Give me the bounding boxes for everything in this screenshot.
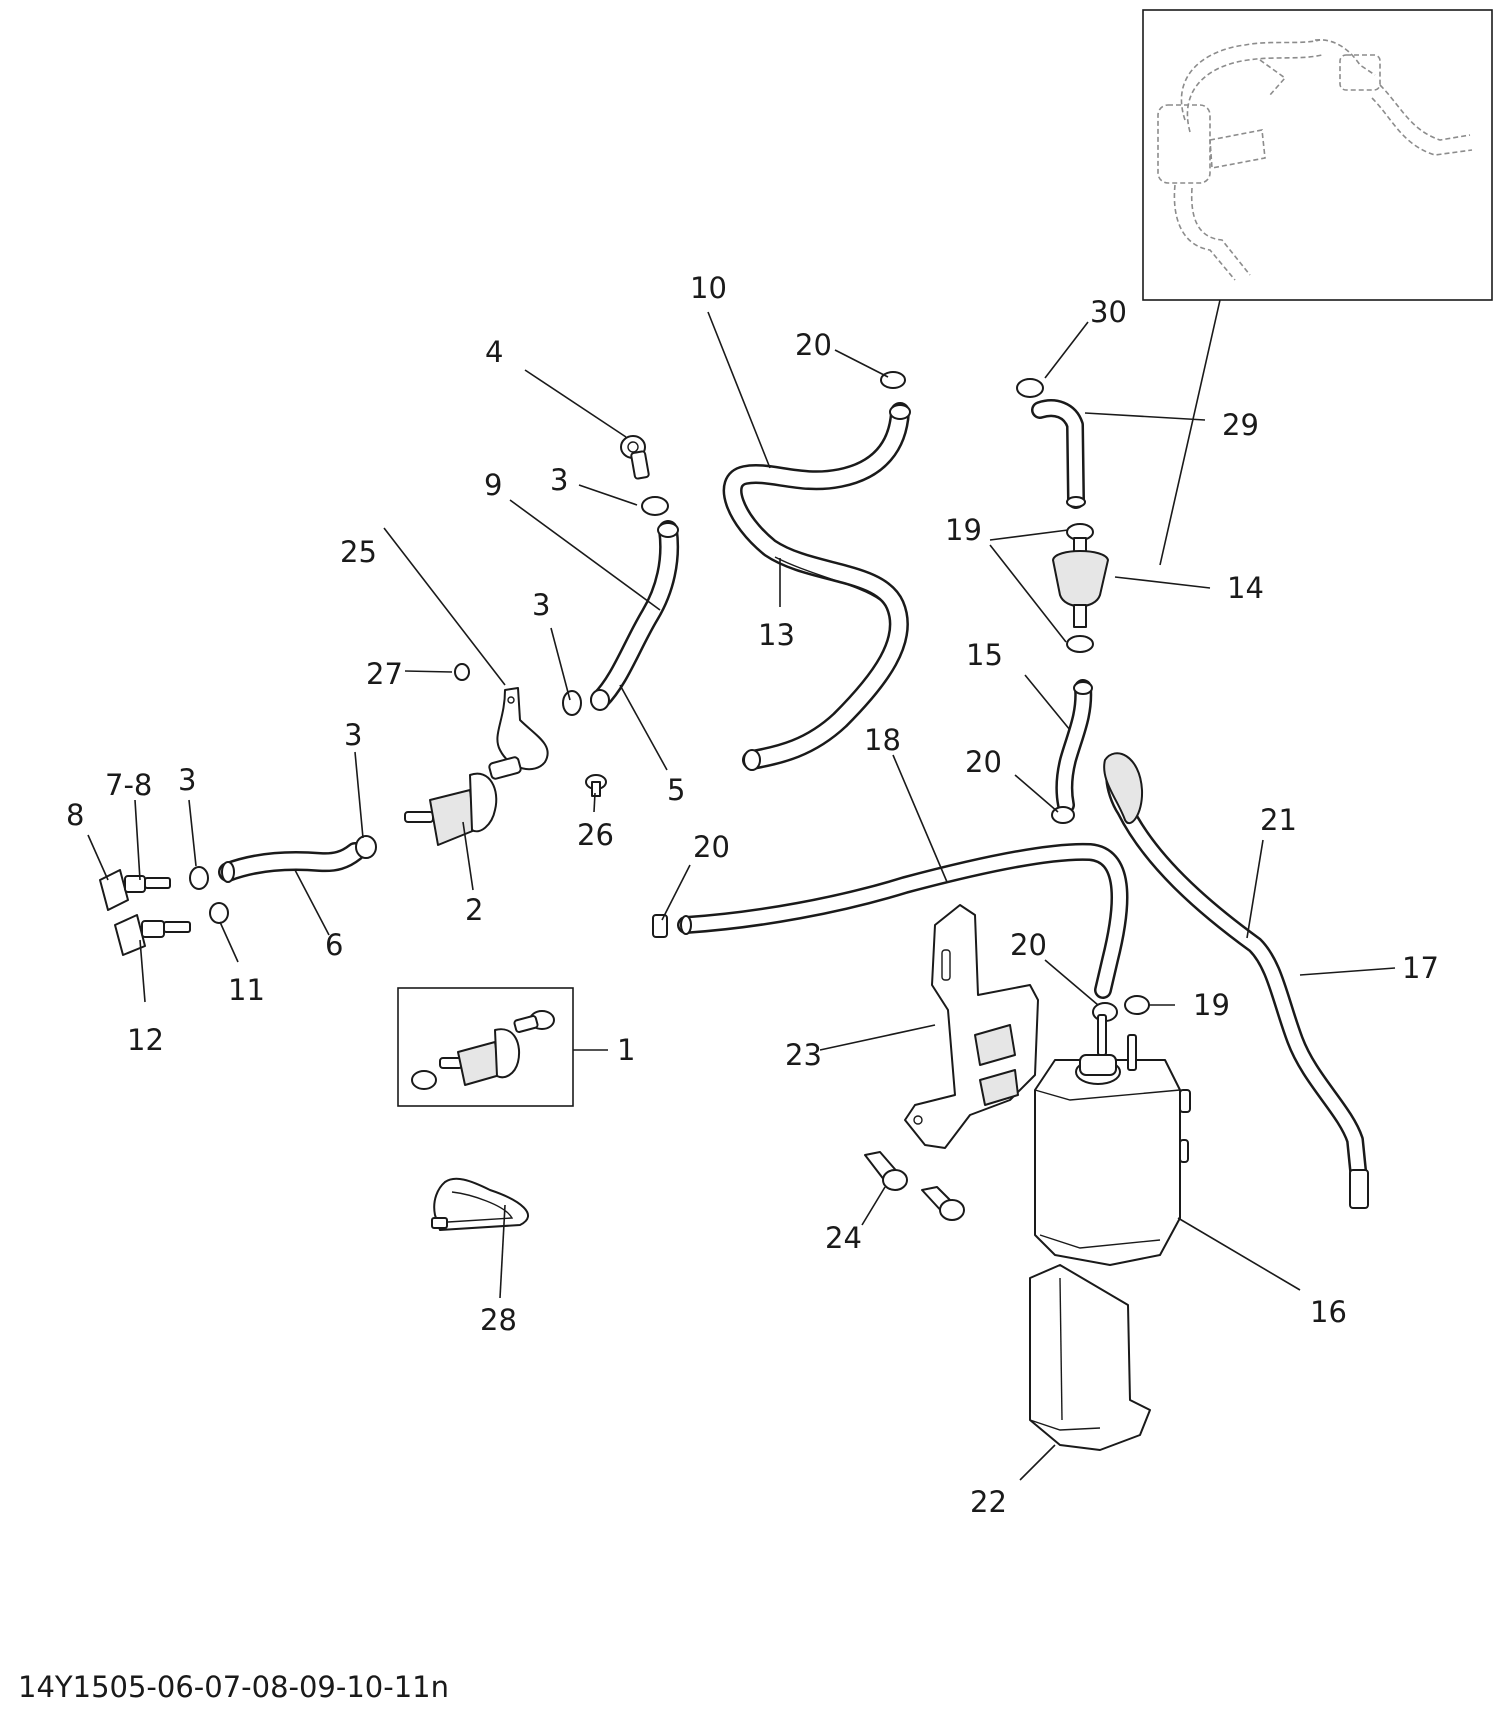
callout-9: 9 [484,468,502,502]
hose-29 [1031,399,1086,509]
hose-9 [590,520,680,711]
callout-labels: 1 2 3 3 3 3 4 5 6 7-8 8 9 10 11 12 13 14… [66,271,1439,1519]
check-valve-14 [1052,523,1109,653]
fuel-filter-2 [404,756,522,846]
clamp-20-hose18 [652,914,668,938]
hose-10 [722,402,911,771]
callout-30: 30 [1090,295,1127,329]
strap-28 [431,1177,529,1231]
callout-7-8: 7-8 [105,768,152,802]
clamp-3-top [641,496,669,516]
clamp-3-filter [355,835,377,859]
filter-kit-1 [397,987,574,1107]
callout-2: 2 [465,893,483,927]
clip-25 [496,687,549,771]
callout-19b: 19 [1193,988,1230,1022]
hose-6 [218,842,365,883]
shield-22 [1029,1264,1151,1451]
callout-18: 18 [864,723,901,757]
bracket-23 [904,904,1039,1149]
hose-21 [1103,752,1369,1209]
parts [99,371,1191,1451]
screw-26 [585,774,607,797]
callout-15: 15 [966,638,1003,672]
clamp-19-canister [1124,995,1150,1015]
callout-1: 1 [617,1033,635,1067]
callout-20b: 20 [965,745,1002,779]
callout-25: 25 [340,535,377,569]
callout-19a: 19 [945,513,982,547]
callout-10: 10 [690,271,727,305]
canister-16 [1034,1014,1191,1266]
callout-20d: 20 [1010,928,1047,962]
callout-26: 26 [577,818,614,852]
leader-lines [87,299,1396,1481]
callout-13: 13 [758,618,795,652]
grommet-27 [454,663,470,681]
callout-3b: 3 [532,588,550,622]
callout-29: 29 [1222,408,1259,442]
callout-3d: 3 [178,763,196,797]
callout-17: 17 [1402,951,1439,985]
callout-12: 12 [127,1023,164,1057]
callout-27: 27 [366,657,403,691]
callout-8: 8 [66,798,84,832]
clamp-30 [1016,378,1044,398]
clamp-3-mid [562,690,582,716]
hose-15 [1055,679,1093,814]
bolt-24 [864,1151,965,1221]
callout-6: 6 [325,928,343,962]
callout-3a: 3 [550,463,568,497]
callout-23: 23 [785,1038,822,1072]
callout-16: 16 [1310,1295,1347,1329]
inset-detail-view [1142,9,1493,301]
callout-5: 5 [667,773,685,807]
callout-21: 21 [1260,803,1297,837]
hoses [218,399,1369,1209]
callout-20c: 20 [693,830,730,864]
callout-14: 14 [1227,571,1264,605]
clamp-11 [209,902,229,924]
callout-20a: 20 [795,328,832,362]
connector-12 [114,914,191,956]
hose-18 [677,842,1129,999]
callout-22: 22 [970,1485,1007,1519]
callout-11: 11 [228,973,265,1007]
callout-28: 28 [480,1303,517,1337]
callout-3c: 3 [344,718,362,752]
callout-4: 4 [485,335,503,369]
clamp-3-hose6 [189,866,209,890]
banjo-fitting-4 [620,435,650,480]
callout-24: 24 [825,1221,862,1255]
connector-8 [99,869,171,911]
drawing-code: 14Y1505-06-07-08-09-10-11n [18,1670,449,1704]
